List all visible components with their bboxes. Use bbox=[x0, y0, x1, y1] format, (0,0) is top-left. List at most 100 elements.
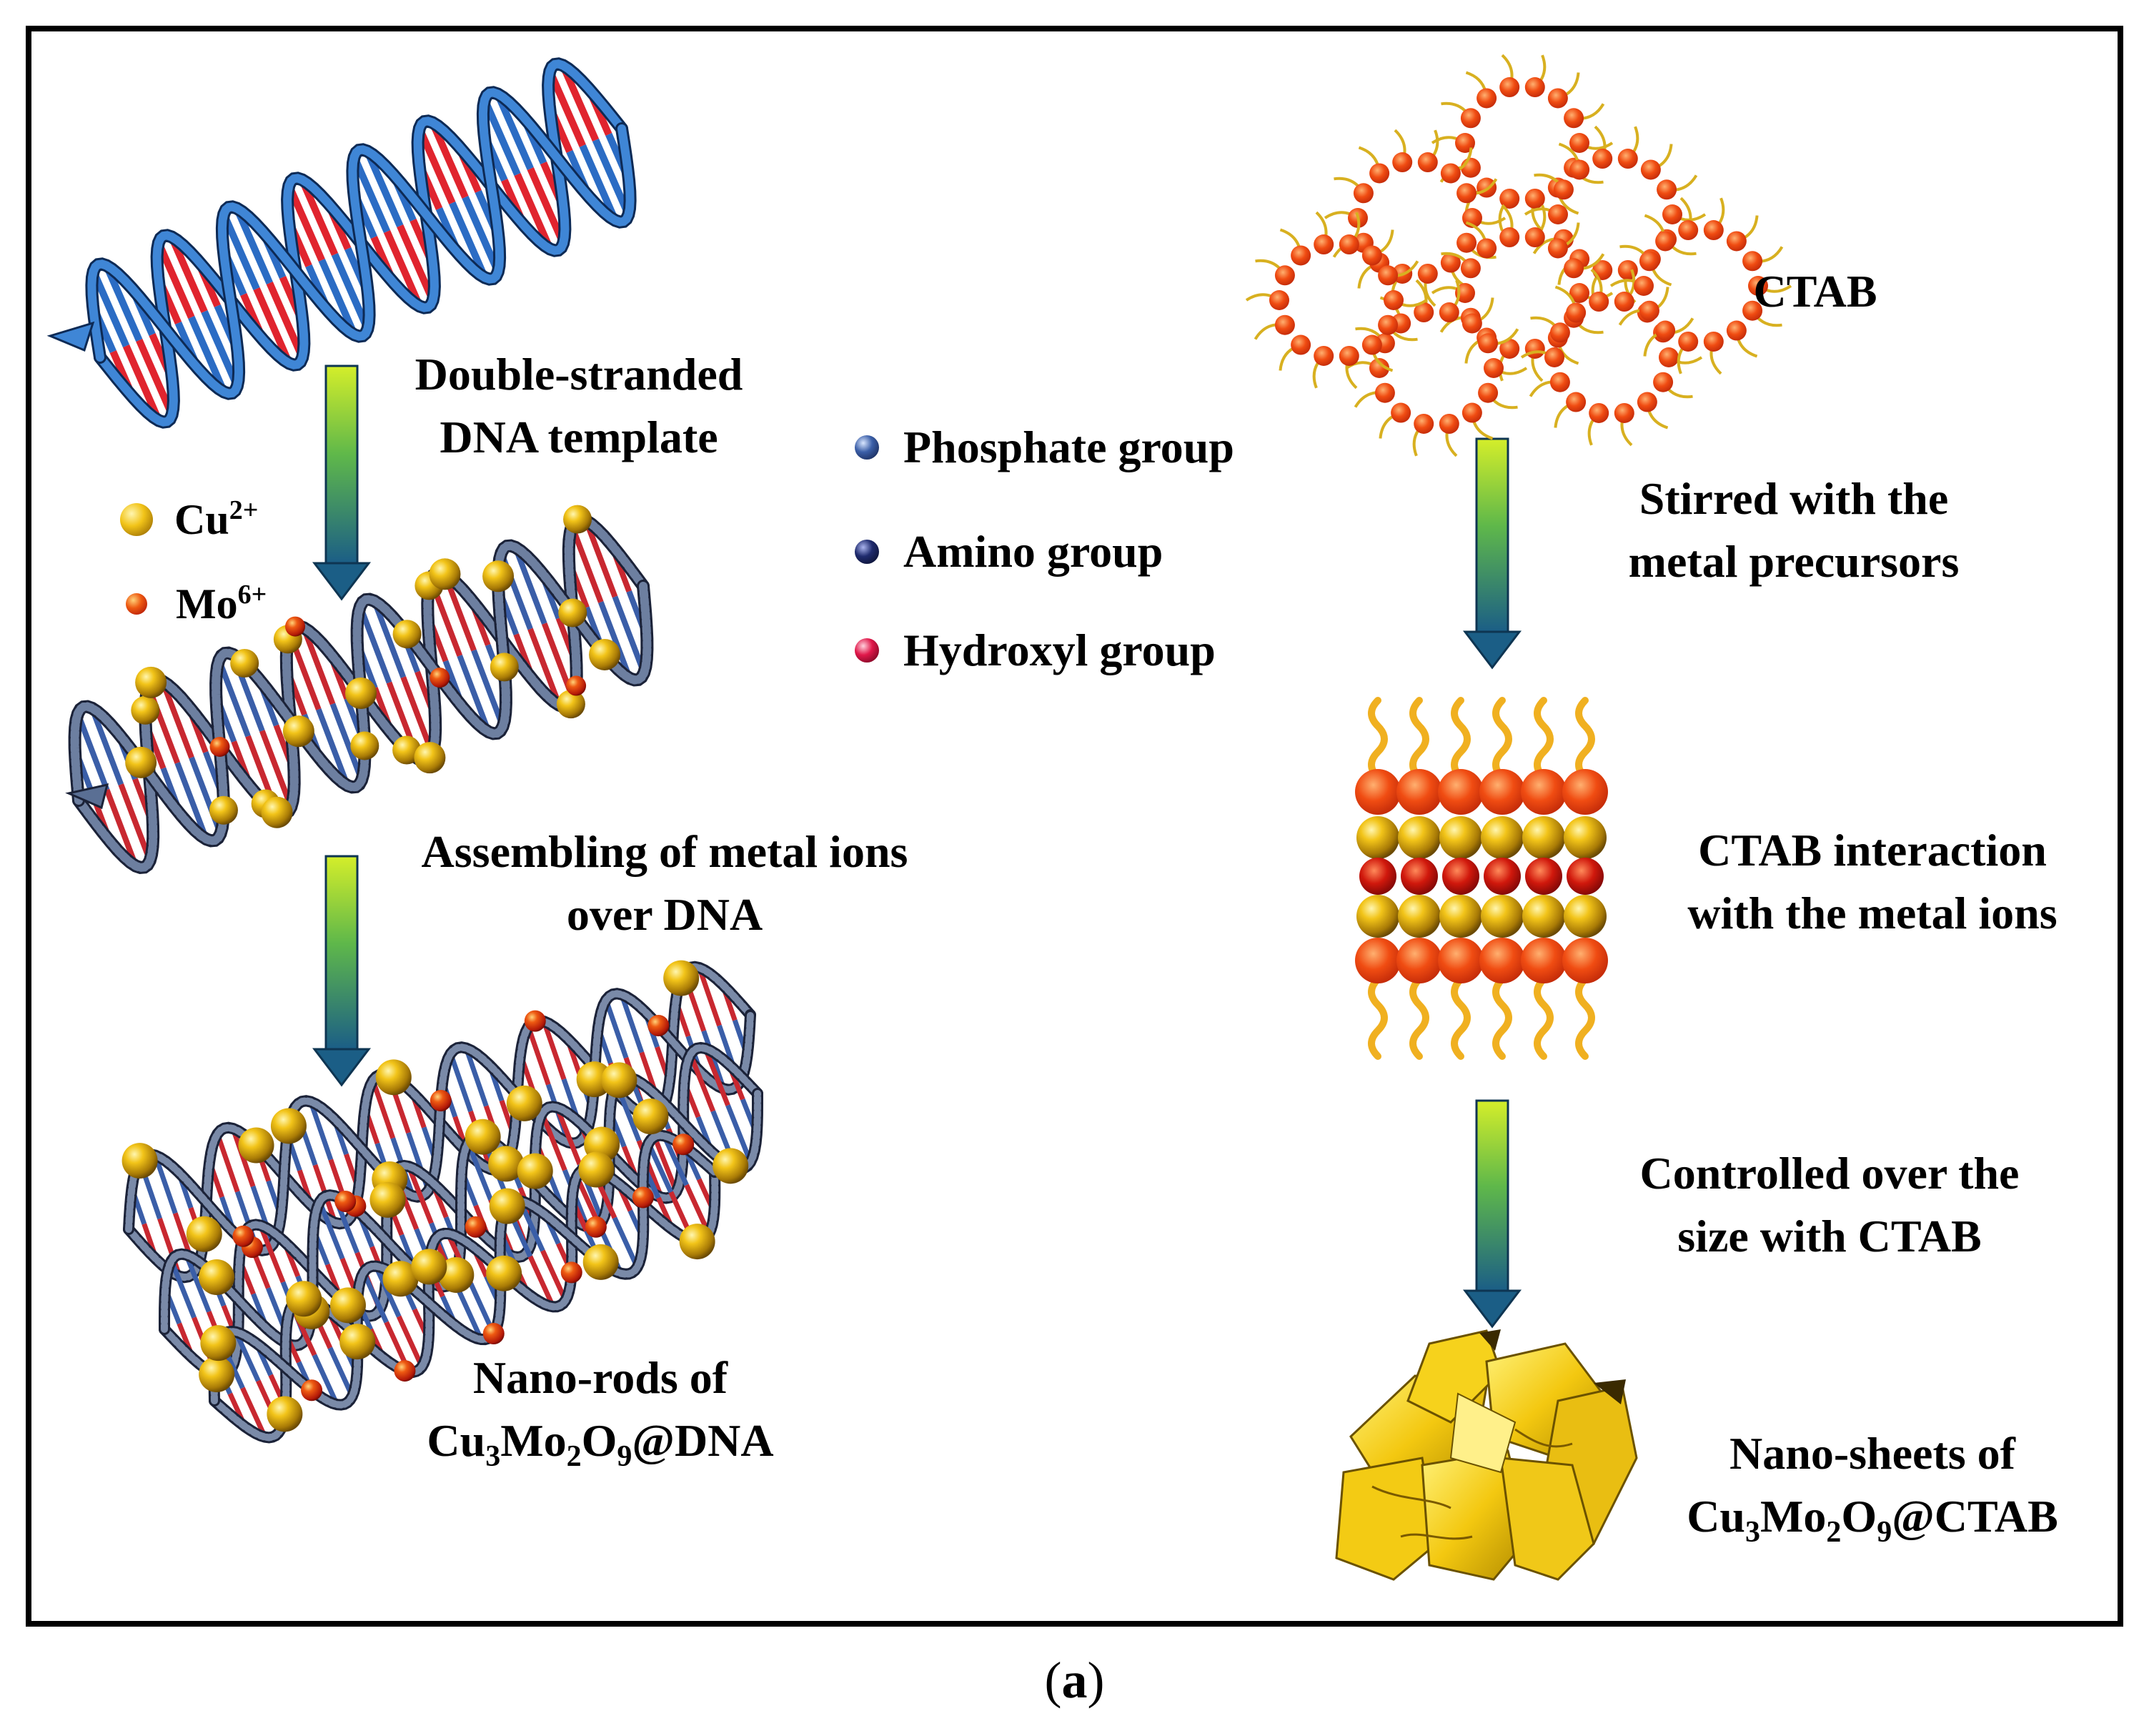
dna-base-pair bbox=[396, 1315, 425, 1368]
ctab-tail bbox=[1451, 976, 1471, 1060]
cu-ion-ball bbox=[1356, 895, 1399, 938]
dna-nanorods-bundle bbox=[121, 960, 763, 1444]
mo-ion-ball bbox=[1525, 858, 1562, 895]
cu-ion-ball bbox=[1356, 816, 1399, 859]
ctab-head bbox=[1614, 402, 1634, 423]
dna-base-pair bbox=[174, 762, 209, 840]
legend-amino: Amino group bbox=[855, 523, 1163, 580]
ctab-head bbox=[1549, 372, 1570, 392]
ctab-head bbox=[1589, 402, 1609, 423]
mo-ion-ball bbox=[465, 1216, 487, 1238]
dna-base-pair bbox=[122, 344, 162, 422]
ctab-head bbox=[1566, 392, 1587, 412]
dna-base-pair bbox=[318, 258, 358, 337]
nanorods-label: Nano-rods of Cu3Mo2O9@DNA bbox=[372, 1346, 829, 1488]
ctab-head bbox=[1478, 382, 1499, 403]
dna-base-pair bbox=[316, 708, 351, 787]
mo-ion-ball bbox=[1484, 858, 1521, 895]
ctab-head bbox=[1499, 188, 1520, 209]
cu-ion-ball bbox=[556, 690, 585, 719]
ctab-head bbox=[1547, 88, 1568, 109]
interaction-label: CTAB interaction with the metal ions bbox=[1615, 819, 2130, 945]
dna-base-pair bbox=[216, 658, 251, 738]
dna-base-pair bbox=[266, 281, 306, 359]
ctab-tail bbox=[1492, 697, 1512, 781]
dna-base-pair bbox=[555, 1106, 582, 1166]
cu-ion-ball bbox=[121, 1143, 158, 1179]
arrow-assembly-to-nanorods bbox=[312, 855, 372, 1087]
ctab-head bbox=[1524, 188, 1545, 209]
mo-ion-ball bbox=[301, 1379, 323, 1402]
ctab-tail bbox=[1409, 976, 1429, 1060]
cu-ion-ball bbox=[135, 666, 167, 698]
dna-base-pair bbox=[406, 1165, 434, 1224]
ctab-head bbox=[1562, 769, 1608, 815]
ctab-head bbox=[1678, 331, 1699, 352]
ctab-head bbox=[1396, 769, 1442, 815]
ctab-head bbox=[1391, 402, 1411, 423]
ctab-head bbox=[1476, 88, 1497, 109]
ctab-head bbox=[1291, 334, 1311, 355]
cu-ion-ball bbox=[230, 648, 259, 678]
stirred-label-line2: metal precursors bbox=[1628, 536, 1960, 587]
dna-base-pair bbox=[527, 628, 562, 707]
dna-base-pair bbox=[514, 172, 554, 251]
legend-hydroxyl-label: Hydroxyl group bbox=[903, 625, 1216, 675]
assembling-label: Assembling of metal ions over DNA bbox=[372, 820, 958, 946]
dna-base-pair bbox=[457, 655, 492, 733]
cu-ion-ball bbox=[1522, 895, 1565, 938]
controlled-label-line1: Controlled over the bbox=[1639, 1148, 2020, 1199]
dna-base-pair bbox=[464, 1047, 489, 1107]
ctab-head bbox=[1314, 234, 1334, 255]
cu-ion-ball bbox=[490, 653, 519, 682]
ctab-head bbox=[1440, 252, 1461, 273]
cu-ion-ball bbox=[209, 795, 238, 825]
ctab-head bbox=[1655, 231, 1676, 252]
dna-backbone bbox=[211, 1164, 719, 1442]
dna-base-pair bbox=[448, 1052, 473, 1113]
dna-base-pair bbox=[327, 1346, 355, 1398]
ctab-metal-layer-stack bbox=[1355, 697, 1608, 1060]
dna-base-pair bbox=[230, 1127, 256, 1188]
ctab-head bbox=[1369, 358, 1389, 378]
ctab-head bbox=[1417, 263, 1438, 284]
dna-base-pair bbox=[598, 601, 633, 680]
dna-base-pair bbox=[526, 1026, 551, 1086]
ctab-head bbox=[1678, 220, 1699, 241]
dna-helix-with-ions bbox=[65, 505, 654, 875]
cu-ion-ball bbox=[199, 1259, 235, 1295]
ctab-head bbox=[1455, 283, 1475, 303]
dna-base-pair bbox=[703, 1047, 730, 1106]
cu-ion-ball bbox=[429, 558, 461, 590]
cu-ion-ball bbox=[506, 1085, 542, 1121]
legend-phosphate-label: Phosphate group bbox=[903, 422, 1234, 472]
dna-base-pair bbox=[253, 287, 293, 365]
ctab-tail bbox=[1368, 697, 1388, 781]
cu-ion-ball bbox=[1481, 895, 1524, 938]
dna-base-pair bbox=[215, 1133, 240, 1193]
dna-base-pair bbox=[201, 309, 241, 388]
dna-base-pair bbox=[540, 1112, 567, 1171]
mo-ion-icon bbox=[126, 593, 147, 615]
cu-ion-ball bbox=[369, 1181, 406, 1218]
dna-template-label: Double-stranded DNA template bbox=[372, 343, 786, 469]
phosphate-icon bbox=[855, 435, 879, 460]
nanorods-label-line1: Nano-rods of bbox=[472, 1352, 728, 1403]
dna-base-pair bbox=[188, 315, 228, 394]
dna-backbone bbox=[87, 88, 635, 398]
cu-ion-ball bbox=[601, 1062, 637, 1098]
mo-ion-legend: Mo6+ bbox=[126, 569, 267, 630]
mo-ion-ball bbox=[524, 1010, 546, 1032]
ctab-head bbox=[1521, 938, 1567, 983]
dna-base-pair bbox=[104, 788, 139, 868]
cu-ion-ball bbox=[261, 796, 293, 828]
mo-ion-ball bbox=[1401, 858, 1438, 895]
dna-base-pair bbox=[541, 1020, 567, 1081]
stirred-label: Stirred with the metal precursors bbox=[1572, 467, 2015, 593]
mo-ion-symbol: Mo bbox=[176, 580, 238, 628]
stirred-label-line1: Stirred with the bbox=[1639, 473, 1949, 524]
cu-ion-symbol: Cu bbox=[174, 496, 229, 543]
cu-ion-ball bbox=[488, 1146, 525, 1182]
cu-ion-ball bbox=[392, 735, 422, 765]
dna-base-pair bbox=[233, 207, 273, 285]
